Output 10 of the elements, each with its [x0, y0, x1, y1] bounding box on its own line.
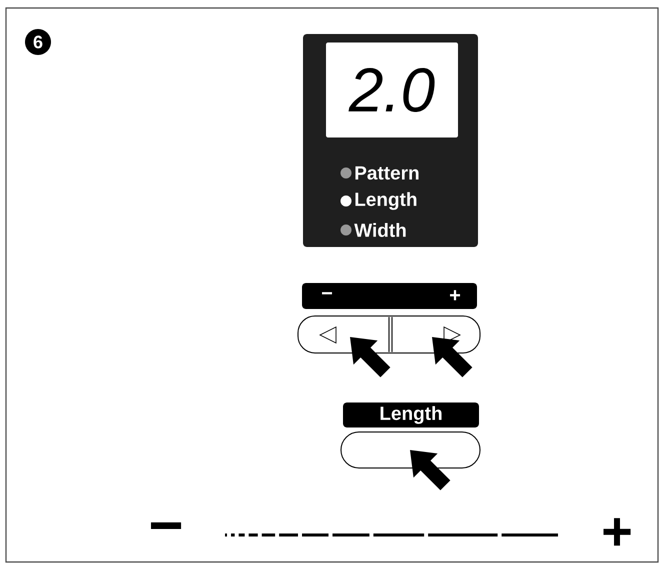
minus-label: − — [322, 292, 332, 294]
indicator-label: Width — [354, 223, 406, 237]
minus-sign: − — [150, 522, 182, 529]
plus-sign: + — [604, 518, 631, 546]
length-tab: Length — [343, 402, 479, 428]
indicator-label: Length — [355, 192, 416, 210]
step-number: 6 — [25, 29, 51, 55]
plus-label: + — [450, 290, 460, 300]
indicator-label: Pattern — [355, 166, 418, 180]
display-screen: 2.0 — [326, 42, 458, 138]
